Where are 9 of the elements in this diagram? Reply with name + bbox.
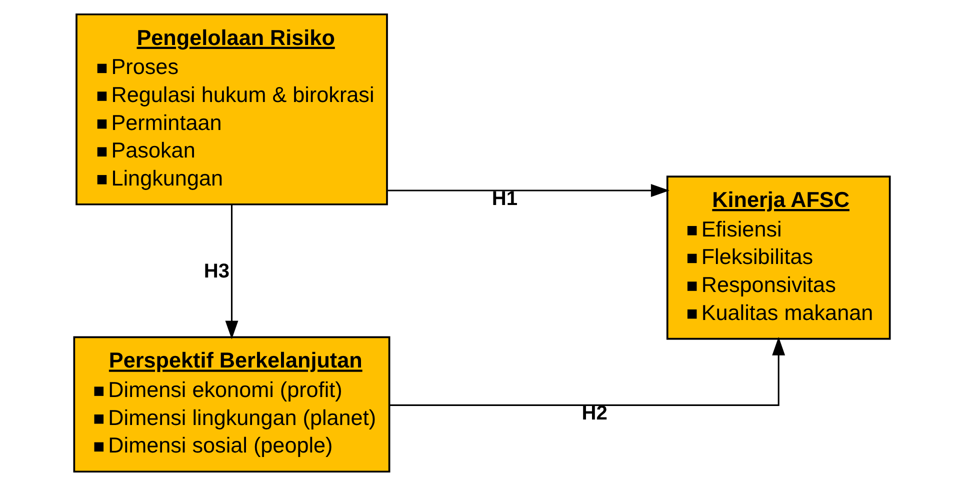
node-box: Pengelolaan Risiko Proses Regulasi hukum & birokrasi Permintaan Pasokan Lingkungan: [75, 13, 388, 206]
edge-label: H1: [491, 188, 518, 210]
edge-label: H3: [203, 260, 230, 283]
node-box: Perspektif Berkelanjutan Dimensi ekonomi (profit) Dimensi lingkungan (planet) Dimensi sosial (people): [72, 336, 390, 473]
arrow: [389, 336, 785, 406]
edge-label: H2: [581, 402, 607, 425]
node-box: Kinerja AFSC Efisiensi Fleksibilitas Responsivitas Kualitas makanan: [666, 176, 890, 340]
arrow: [224, 204, 238, 340]
arrow: [387, 184, 669, 197]
